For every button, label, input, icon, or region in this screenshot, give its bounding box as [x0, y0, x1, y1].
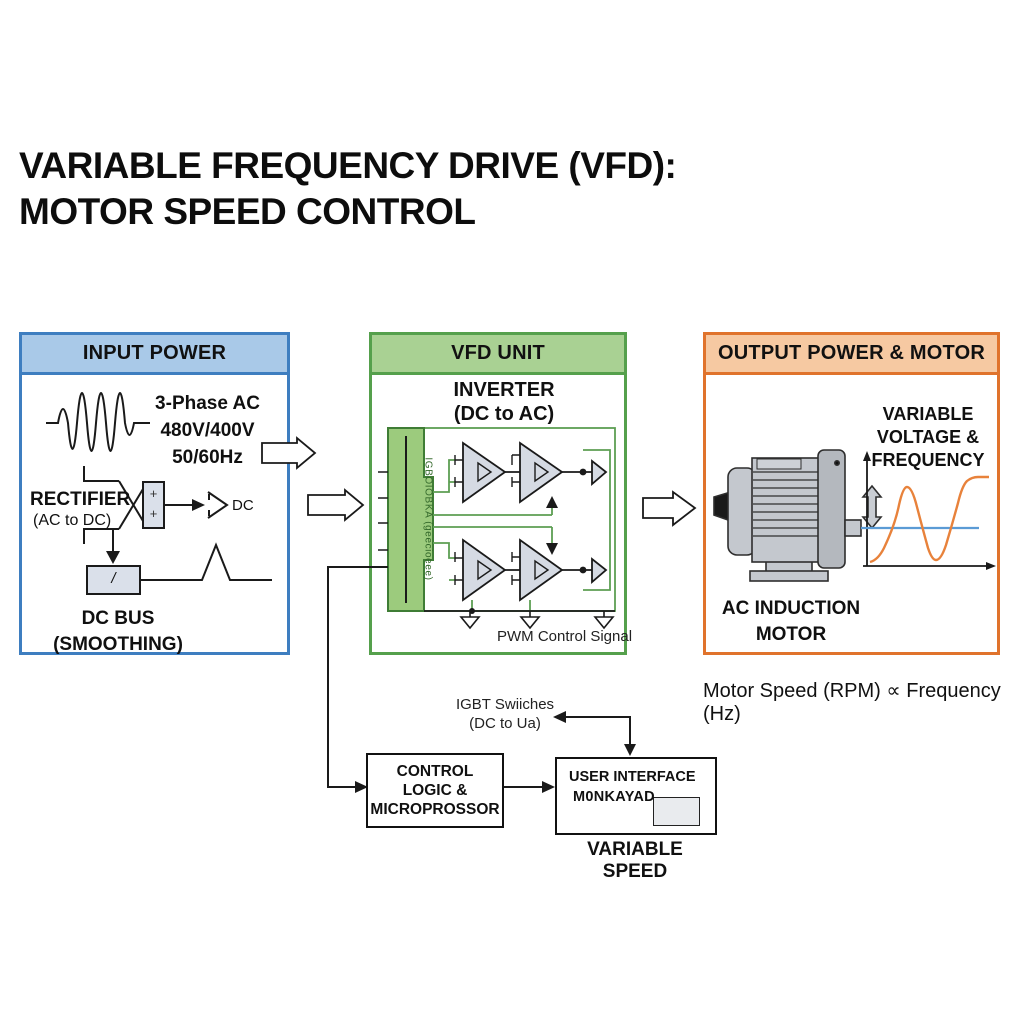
rectifier-plus-symbols: + +: [149, 486, 158, 521]
input-power-panel: INPUT POWER: [19, 332, 290, 655]
pwm-signal-label: PWM Control Signal: [497, 628, 633, 645]
dc-bus-label: DC BUS (SMOOTHING): [53, 608, 183, 655]
igbt-switches-note: IGBT Swiiches (DC to Ua): [455, 696, 555, 732]
inverter-label: INVERTER (DC to AC): [453, 379, 555, 425]
ui-to-igbt-line: [566, 716, 631, 744]
page-title-line1: VARIABLE FREQUENCY DRIVE (VFD):: [19, 145, 677, 186]
bus-bar-rotated-label: IGBOIOBKA (geecioeee): [422, 457, 434, 581]
rectifier-sublabel: (AC to DC): [33, 512, 112, 529]
vfd-unit-header: VFD UNIT: [372, 335, 624, 375]
user-interface-box: USER INTERFACE M0NKAYAD: [555, 757, 717, 835]
page-title: VARIABLE FREQUENCY DRIVE (VFD): MOTOR SPE…: [19, 143, 677, 235]
variable-speed-label: VARIABLE SPEED: [587, 839, 683, 882]
user-interface-label: USER INTERFACE: [569, 769, 696, 785]
speed-frequency-note: Motor Speed (RPM) ∝ Frequency (Hz): [703, 680, 1001, 725]
three-phase-label: 3-Phase AC 480V/400V 50/60Hz: [155, 393, 260, 468]
dc-bus-slash: /: [111, 570, 116, 587]
page-title-line2: MOTOR SPEED CONTROL: [19, 191, 476, 232]
control-logic-label: CONTROL LOGIC & MICROPROSSOR: [370, 763, 500, 818]
dc-label: DC: [232, 497, 254, 514]
rectifier-label: RECTIFIER: [30, 489, 131, 510]
ac-induction-motor-label: AC INDUCTION MOTOR: [721, 598, 861, 645]
arrow-vfd-to-output: [642, 490, 697, 527]
control-logic-box: CONTROL LOGIC & MICROPROSSOR: [366, 753, 504, 828]
input-power-header: INPUT POWER: [22, 335, 287, 375]
arrow-input-to-vfd: [307, 488, 365, 522]
keypad-label: M0NKAYAD: [573, 789, 655, 805]
output-power-motor-header: OUTPUT POWER & MOTOR: [706, 335, 997, 375]
keypad-icon: [653, 797, 700, 826]
variable-voltage-frequency-label: VARIABLE VOLTAGE & FREQUENCY: [871, 404, 985, 470]
